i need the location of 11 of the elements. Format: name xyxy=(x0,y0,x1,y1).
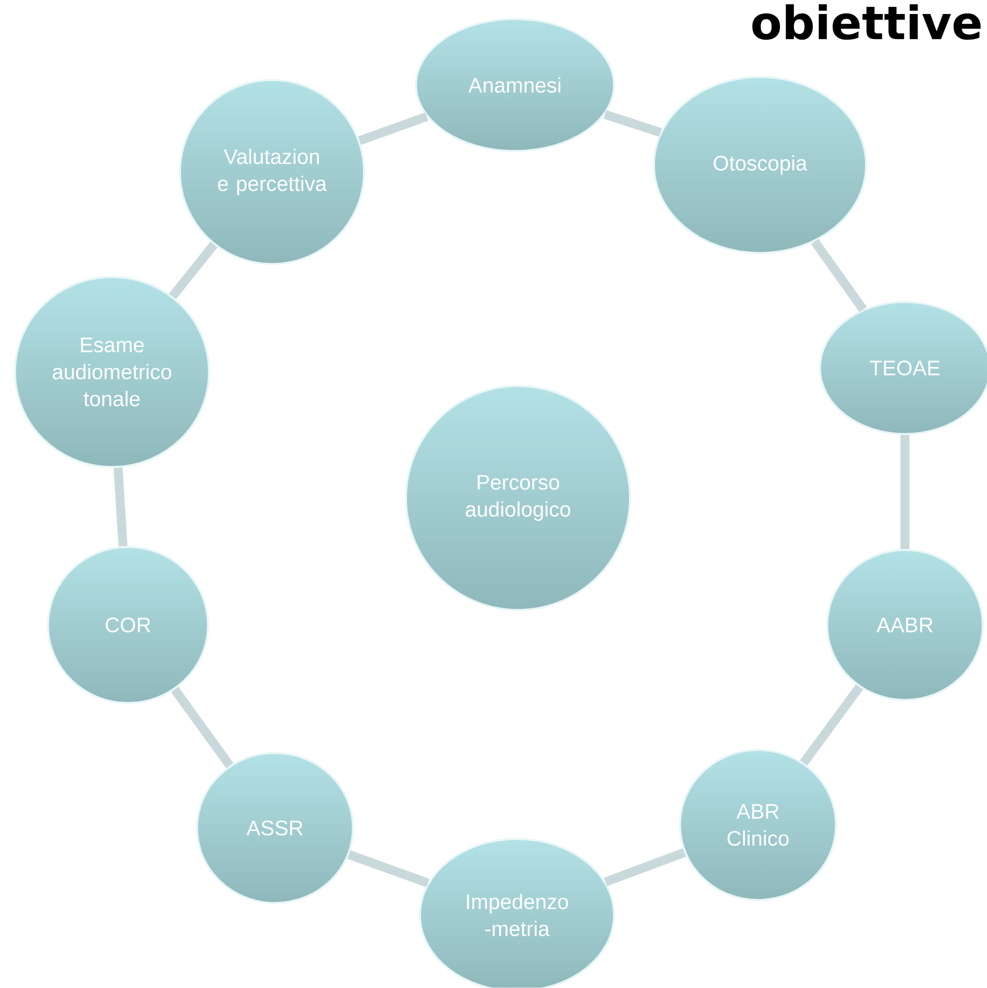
connector xyxy=(811,238,867,312)
connector xyxy=(900,435,910,549)
connector xyxy=(168,242,218,300)
connector xyxy=(604,848,686,886)
title-text: obiettive xyxy=(752,4,981,40)
connector xyxy=(347,850,430,888)
connector xyxy=(603,110,662,137)
connector xyxy=(358,112,428,145)
connector xyxy=(171,686,234,768)
connector xyxy=(114,468,128,546)
connector xyxy=(800,684,864,766)
